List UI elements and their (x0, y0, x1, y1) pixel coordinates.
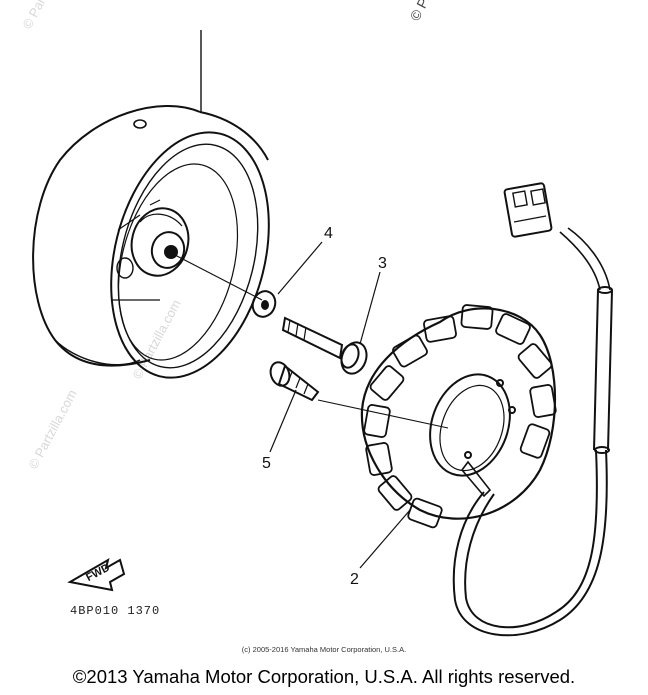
svg-text:© Partzilla.com: © Partzilla.com (129, 297, 183, 381)
svg-text:© Partzilla.com: © Partzilla.com (407, 0, 465, 23)
watermark-top-right: © Partzilla.com (407, 0, 465, 23)
callout-part-5: 5 (262, 455, 271, 472)
callout-part-3: 3 (378, 255, 387, 272)
pan-screw (269, 361, 320, 402)
flange-bolt (281, 316, 368, 375)
flywheel-rotor (32, 104, 270, 379)
diagram-part-code: 4BP010 1370 (70, 604, 160, 618)
leader-part-3 (359, 271, 381, 345)
leader-part-2 (359, 509, 411, 569)
watermark-left-mid: © Partzilla.com (25, 387, 79, 471)
watermark-center: © Partzilla.com (129, 297, 183, 381)
axis-line (174, 254, 263, 301)
forward-direction-arrow: FWD (67, 557, 126, 592)
stator-assembly (360, 304, 557, 529)
callout-part-2: 2 (350, 571, 359, 588)
wire-harness (452, 182, 613, 637)
small-copyright: (c) 2005-2016 Yamaha Motor Corporation, … (241, 645, 407, 654)
watermark-top-left: © Partzilla.com (19, 0, 73, 31)
leader-part-5 (269, 389, 297, 453)
leader-part-4 (277, 241, 323, 295)
leader-stator-axis (317, 399, 449, 429)
callout-part-4: 4 (324, 225, 333, 242)
svg-text:© Partzilla.com: © Partzilla.com (25, 387, 79, 471)
svg-text:© Partzilla.com: © Partzilla.com (19, 0, 73, 31)
washer (251, 290, 277, 318)
main-copyright: ©2013 Yamaha Motor Corporation, U.S.A. A… (72, 666, 576, 687)
